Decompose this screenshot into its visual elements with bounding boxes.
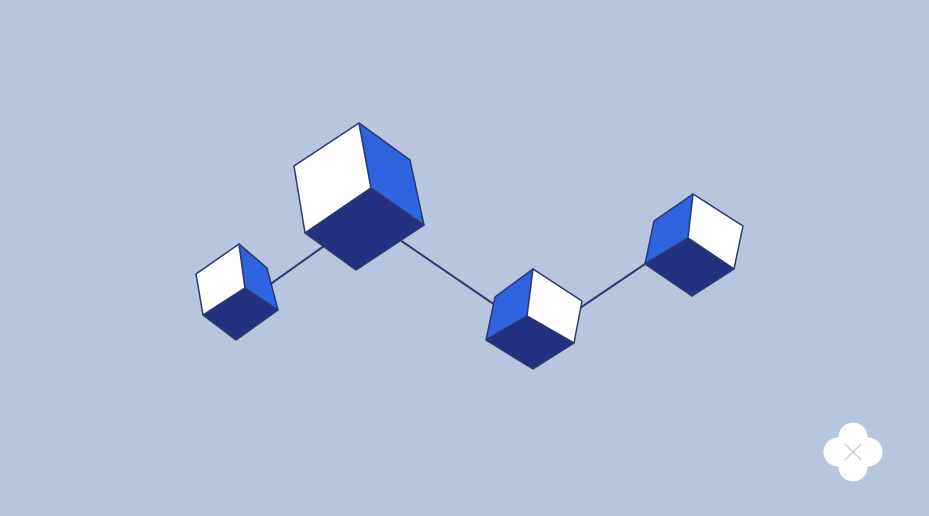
chain-links	[271, 239, 649, 309]
logo-petal-left	[823, 437, 853, 467]
logo-petal-right	[853, 437, 883, 467]
block-cube-2	[293, 122, 425, 271]
cube-face-dark	[202, 287, 279, 341]
block-cube-3	[485, 268, 583, 370]
block-cube-1	[195, 243, 279, 341]
cube-face-dark	[644, 237, 735, 297]
cube-face-dark	[304, 187, 425, 271]
chain-link-3	[579, 261, 649, 309]
logo-center-cross	[844, 443, 862, 461]
chain-link-2	[399, 239, 496, 306]
chain-link-1	[271, 245, 325, 284]
four-petal-flower-logo-icon	[823, 422, 883, 482]
cube-face-dark	[485, 315, 575, 370]
block-cube-4	[644, 193, 744, 297]
